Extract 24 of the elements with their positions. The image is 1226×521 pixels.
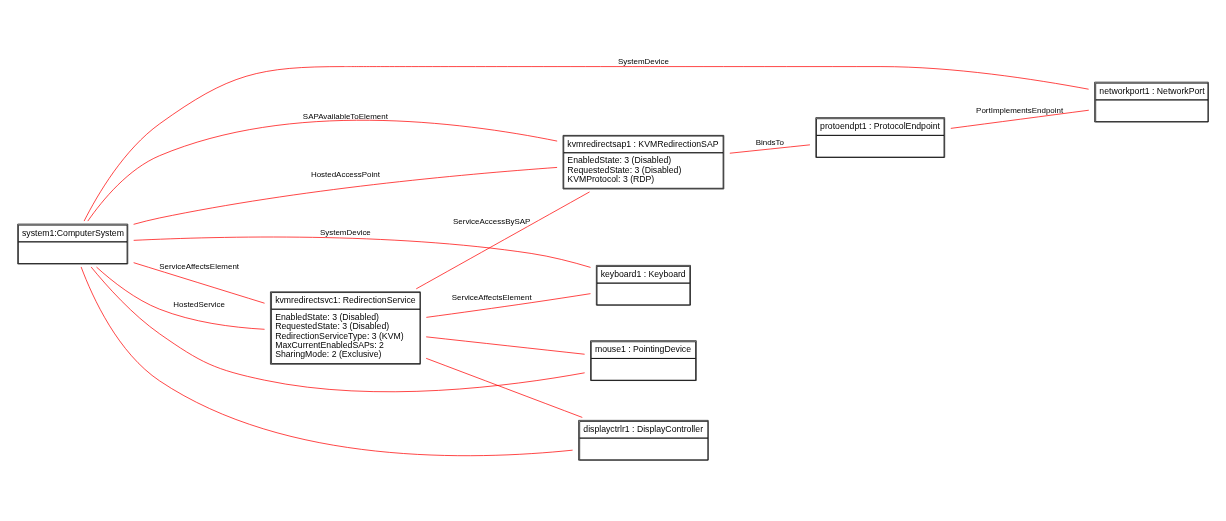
connector — [415, 191, 590, 290]
connector — [425, 336, 585, 355]
connector — [83, 66, 1089, 222]
connector — [133, 236, 591, 268]
edge-label: SystemDevice — [319, 228, 371, 238]
connector — [80, 266, 573, 456]
connector — [87, 119, 558, 222]
edge-label: BindsTo — [755, 138, 784, 148]
connector — [950, 109, 1090, 129]
connector — [90, 266, 585, 393]
edge-label: SystemDevice — [618, 57, 669, 67]
edge-label: HostedService — [173, 299, 225, 309]
edge-label: ServiceAffectsElement — [159, 262, 240, 272]
connector — [133, 167, 558, 225]
edge-label: HostedAccessPoint — [310, 170, 380, 180]
edge-label: ServiceAccessBySAP — [453, 216, 531, 226]
connector — [729, 144, 811, 154]
edge-label: PortImplementsEndpoint — [976, 105, 1064, 115]
connector — [425, 293, 591, 318]
edge-label: SAPAvailableToElement — [302, 111, 388, 121]
connector — [133, 262, 265, 304]
connector — [96, 266, 265, 330]
connector — [425, 357, 583, 418]
edge-label: ServiceAffectsElement — [451, 293, 532, 303]
